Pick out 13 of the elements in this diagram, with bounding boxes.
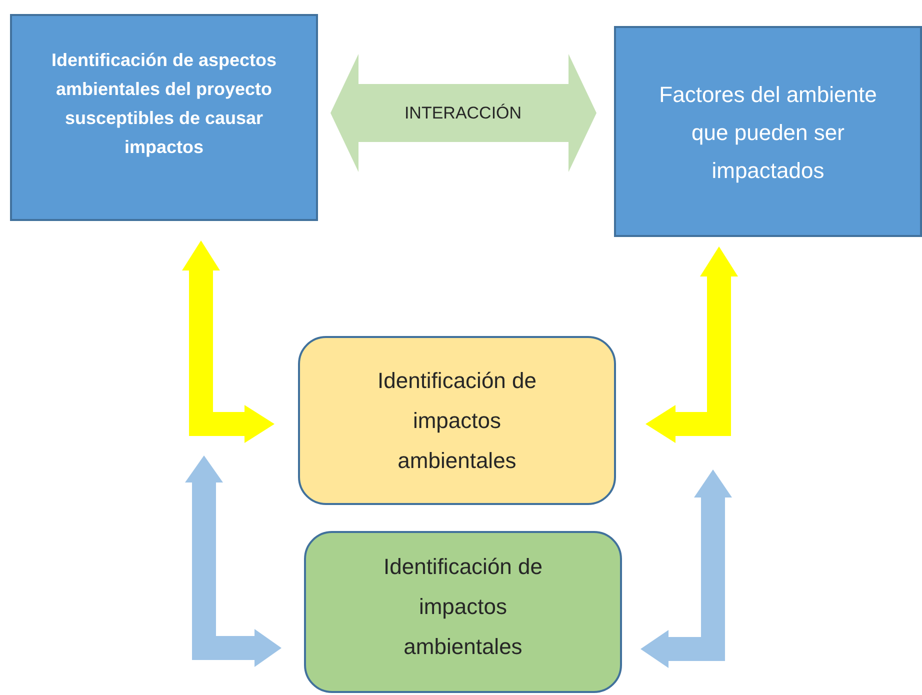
box-text: Factores del ambiente que pueden ser impactados [658, 81, 878, 185]
block-arrow [646, 246, 738, 443]
block-arrow [330, 54, 596, 172]
block-arrow [182, 240, 274, 443]
rounded-box [298, 336, 616, 505]
box-text: Identificación de aspectos ambientales del proyecto susceptibles de causar impactos [50, 49, 278, 159]
box-text: Identificación de impactos ambientales [382, 553, 544, 661]
block-arrow [640, 470, 732, 668]
process-box [10, 14, 318, 221]
rounded-box [304, 531, 622, 693]
block-arrow [185, 456, 282, 667]
box-text: Identificación de impactos ambientales [376, 366, 538, 474]
process-box [614, 26, 922, 237]
